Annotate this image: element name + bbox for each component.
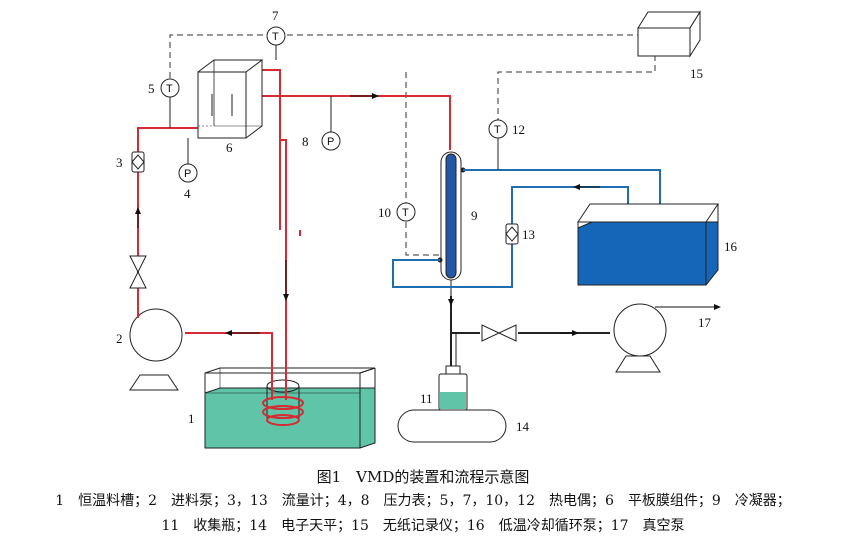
vacuum-valve (481, 324, 517, 342)
pressure-gauge-8: P (321, 131, 341, 151)
vacuum-pump (613, 303, 667, 373)
pressure-gauge-4: P (178, 138, 198, 183)
svg-text:P: P (327, 136, 334, 148)
thermocouple-7: T (266, 26, 286, 60)
label-10: 10 (378, 205, 391, 220)
flow-meter-13 (505, 223, 519, 245)
low-temp-chiller (577, 203, 719, 286)
figure-caption: 图1 VMD的装置和流程示意图 (316, 468, 530, 486)
condenser (437, 151, 466, 296)
label-2: 2 (116, 331, 123, 346)
label-12: 12 (512, 122, 525, 137)
thermocouple-10: T (396, 202, 416, 222)
label-8: 8 (302, 134, 309, 149)
flat-membrane-module (197, 59, 264, 139)
label-7: 7 (272, 8, 279, 23)
electronic-balance (397, 409, 507, 443)
feed-loop (137, 69, 451, 400)
heating-coil (262, 379, 304, 426)
label-11: 11 (420, 391, 433, 406)
feed-valve (129, 255, 147, 289)
label-5: 5 (148, 81, 155, 96)
svg-text:P: P (184, 168, 191, 180)
component-labels: 1 2 3 4 5 6 7 8 9 10 11 12 13 14 15 16 1… (116, 8, 738, 434)
label-4: 4 (184, 186, 191, 201)
svg-text:T: T (402, 207, 409, 219)
paperless-recorder (637, 10, 701, 58)
thermocouple-5: T (160, 78, 180, 128)
svg-text:T: T (494, 124, 501, 136)
vacuum-line (450, 296, 610, 372)
vmd-apparatus-diagram: T P T P T T 1 2 3 4 5 6 7 8 9 10 11 12 1… (116, 8, 738, 449)
label-15: 15 (690, 66, 703, 81)
label-9: 9 (471, 208, 478, 223)
collection-bottle (438, 365, 468, 411)
feed-pump (129, 308, 183, 391)
svg-text:T: T (272, 31, 279, 43)
flow-meter-3 (131, 151, 145, 173)
label-6: 6 (226, 140, 233, 155)
svg-text:T: T (166, 83, 173, 95)
label-17: 17 (698, 315, 712, 330)
legend-line-1: 1 恒温料槽；2 进料泵；3，13 流量计；4，8 压力表；5，7，10，12 … (55, 493, 791, 509)
label-3: 3 (116, 155, 123, 170)
label-16: 16 (724, 239, 738, 254)
label-13: 13 (522, 227, 535, 242)
label-14: 14 (516, 419, 530, 434)
label-1: 1 (188, 411, 195, 426)
legend-line-2: 11 收集瓶；14 电子天平；15 无纸记录仪；16 低温冷却循环泵；17 真空… (161, 518, 685, 534)
thermocouple-12: T (488, 119, 508, 170)
